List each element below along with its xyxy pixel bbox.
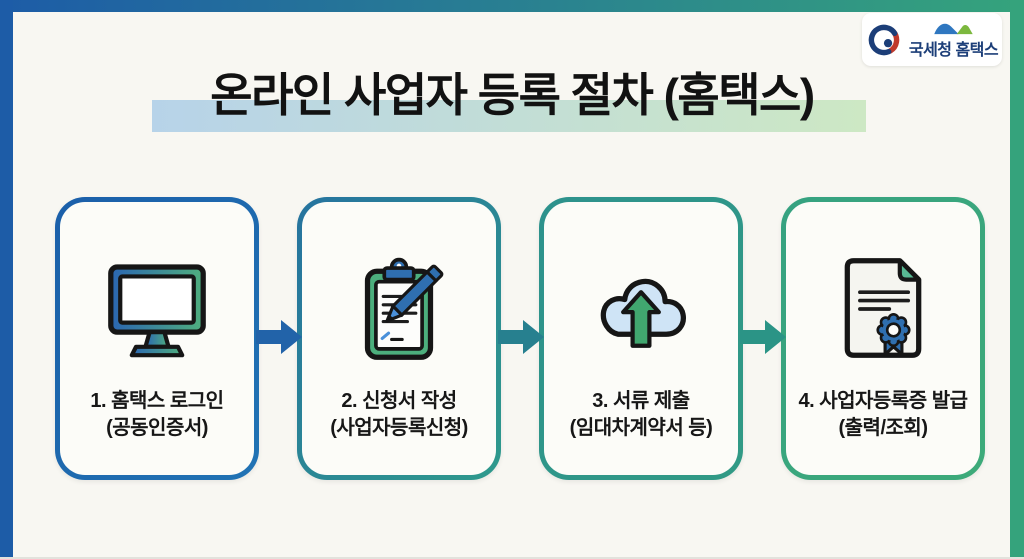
step-2-title: 2. 신청서 작성 [341, 390, 457, 412]
step-card-3: 3. 서류 제출 (임대차계약서 등) [539, 197, 743, 480]
frame-top-border [0, 0, 1024, 12]
step-2-subtitle: (사업자등록신청) [330, 417, 468, 439]
step-3-title: 3. 서류 제출 [592, 390, 690, 412]
page-title: 온라인 사업자 등록 절차 (홈택스) [210, 69, 815, 121]
step-card-2-body: 2. 신청서 작성 (사업자등록신청) [302, 202, 496, 475]
step-card-4: 4. 사업자등록증 발급 (출력/조회) [781, 197, 985, 480]
step-3-subtitle: (임대차계약서 등) [569, 417, 713, 439]
step-4-subtitle: (출력/조회) [838, 417, 928, 439]
frame-right-border [1010, 0, 1024, 559]
certificate-icon [820, 230, 946, 388]
step-4-title: 4. 사업자등록증 발급 [798, 390, 969, 412]
step-card-2: 2. 신청서 작성 (사업자등록신청) [297, 197, 501, 480]
step-card-1-body: 1. 홈택스 로그인 (공동인증서) [60, 202, 254, 475]
step-card-1: 1. 홈택스 로그인 (공동인증서) [55, 197, 259, 480]
step-1-subtitle: (공동인증서) [106, 417, 208, 439]
arrow-right-icon-2 [498, 320, 544, 354]
step-1-title: 1. 홈택스 로그인 [90, 390, 224, 412]
arrow-right-icon-3 [740, 320, 786, 354]
cloud-upload-icon [578, 230, 704, 388]
logo-label: 국세청 홈택스 [908, 41, 999, 59]
nts-hometax-logo: 국세청 홈택스 [862, 13, 1002, 66]
frame-bottom-border [0, 557, 1024, 559]
roof-icon [934, 23, 974, 34]
monitor-icon [94, 230, 220, 388]
clipboard-pen-icon [336, 230, 462, 388]
step-card-3-body: 3. 서류 제출 (임대차계약서 등) [544, 202, 738, 475]
title-highlight-band [152, 100, 866, 132]
frame-left-border [0, 0, 13, 559]
taegeuk-icon [868, 24, 900, 55]
arrow-right-icon-1 [256, 320, 302, 354]
step-card-4-body: 4. 사업자등록증 발급 (출력/조회) [786, 202, 980, 475]
